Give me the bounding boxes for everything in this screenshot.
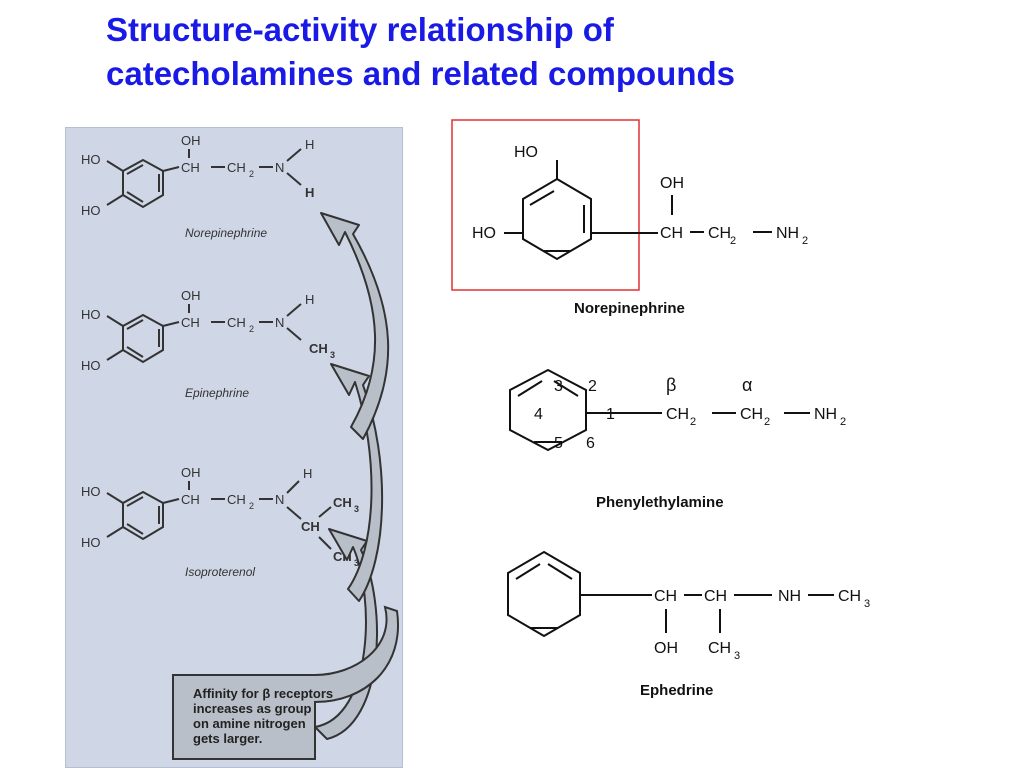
svg-text:2: 2	[249, 324, 254, 334]
slide-title: Structure-activity relationship of catec…	[106, 8, 906, 96]
right-norepi-ch2: CH	[708, 225, 731, 242]
svg-text:3: 3	[354, 558, 359, 568]
note-line-1: Affinity for β receptors	[193, 686, 333, 701]
slide-title-line-2: catecholamines and related compounds	[106, 55, 735, 92]
ephedrine-ch3-b: CH	[708, 640, 731, 657]
svg-text:2: 2	[802, 235, 808, 247]
ephedrine-oh: OH	[654, 640, 678, 657]
note-line-4: gets larger.	[193, 731, 262, 746]
ephedrine-ch3: CH	[838, 588, 861, 605]
iso-ho-bottom: HO	[81, 535, 101, 550]
epi-h-top: H	[305, 292, 314, 307]
epi-oh: OH	[181, 288, 201, 303]
right-norepi-oh: OH	[660, 175, 684, 192]
norepi-h-top: H	[305, 137, 314, 152]
note-line-3: on amine nitrogen	[193, 716, 306, 731]
iso-h-top: H	[303, 466, 312, 481]
norepi-ch2: CH	[227, 160, 246, 175]
pea-ch2-b: CH	[740, 406, 763, 423]
svg-text:3: 3	[734, 650, 740, 662]
ephedrine-nh: NH	[778, 588, 801, 605]
norepi-h-bottom: H	[305, 185, 314, 200]
left-norepinephrine-name: Norepinephrine	[185, 226, 267, 240]
svg-text:2: 2	[249, 501, 254, 511]
svg-text:2: 2	[690, 416, 696, 428]
iso-ch: CH	[181, 492, 200, 507]
norepi-ch: CH	[181, 160, 200, 175]
textbook-figure: HO HO OH CH CH 2 N H H Norepinephrine HO…	[65, 127, 403, 768]
iso-ch3-top: CH	[333, 495, 352, 510]
ring-pos-4: 4	[534, 406, 543, 423]
iso-ch-mid: CH	[301, 519, 320, 534]
ring-pos-2: 2	[588, 378, 597, 395]
norepi-ho-bottom: HO	[81, 203, 101, 218]
structures-figure: HO HO OH CH CH 2 NH 2 Norepinephrine 3 2…	[451, 119, 870, 699]
iso-ho-top: HO	[81, 484, 101, 499]
epi-ch2: CH	[227, 315, 246, 330]
affinity-note: Affinity for β receptors increases as gr…	[172, 605, 400, 760]
ephedrine-name: Ephedrine	[640, 682, 713, 699]
ring-pos-1: 1	[606, 406, 615, 423]
right-norepi-ch: CH	[660, 225, 683, 242]
svg-text:2: 2	[840, 416, 846, 428]
epi-n: N	[275, 315, 284, 330]
ring-pos-5: 5	[554, 435, 563, 452]
pea-ch2-a: CH	[666, 406, 689, 423]
iso-ch2: CH	[227, 492, 246, 507]
right-norepi-nh2: NH	[776, 225, 799, 242]
ring-pos-3: 3	[554, 378, 563, 395]
norepi-ho-top: HO	[81, 152, 101, 167]
right-norepinephrine-name: Norepinephrine	[574, 300, 685, 317]
left-isoproterenol-name: Isoproterenol	[185, 565, 255, 579]
note-line-2: increases as group	[193, 701, 312, 716]
norepi-n: N	[275, 160, 284, 175]
ring-pos-6: 6	[586, 435, 595, 452]
iso-oh: OH	[181, 465, 201, 480]
phenylethylamine-name: Phenylethylamine	[596, 494, 724, 511]
norepi-oh: OH	[181, 133, 201, 148]
svg-text:3: 3	[330, 350, 335, 360]
slide-title-line-1: Structure-activity relationship of	[106, 11, 614, 48]
pea-nh2: NH	[814, 406, 837, 423]
epi-ho-top: HO	[81, 307, 101, 322]
epi-ch3: CH	[309, 341, 328, 356]
left-epinephrine-structure	[106, 303, 302, 364]
left-epinephrine-name: Epinephrine	[185, 386, 249, 400]
epi-ho-bottom: HO	[81, 358, 101, 373]
alpha-label: α	[742, 375, 752, 395]
epi-ch: CH	[181, 315, 200, 330]
ephedrine-ch-b: CH	[704, 588, 727, 605]
ephedrine-structure	[507, 550, 834, 638]
svg-text:2: 2	[730, 235, 736, 247]
svg-text:3: 3	[864, 598, 870, 610]
ephedrine-ch-a: CH	[654, 588, 677, 605]
svg-text:2: 2	[249, 169, 254, 179]
phenylethylamine-structure	[509, 368, 810, 452]
catechol-highlight-box	[451, 119, 640, 291]
svg-text:3: 3	[354, 504, 359, 514]
iso-n: N	[275, 492, 284, 507]
left-norepinephrine-structure	[106, 148, 302, 209]
right-norepinephrine-structure	[504, 160, 772, 261]
svg-text:2: 2	[764, 416, 770, 428]
right-norepi-ho-top: HO	[514, 144, 538, 161]
left-isoproterenol-structure	[106, 480, 332, 550]
right-norepi-ho-left: HO	[472, 225, 496, 242]
beta-label: β	[666, 375, 676, 395]
